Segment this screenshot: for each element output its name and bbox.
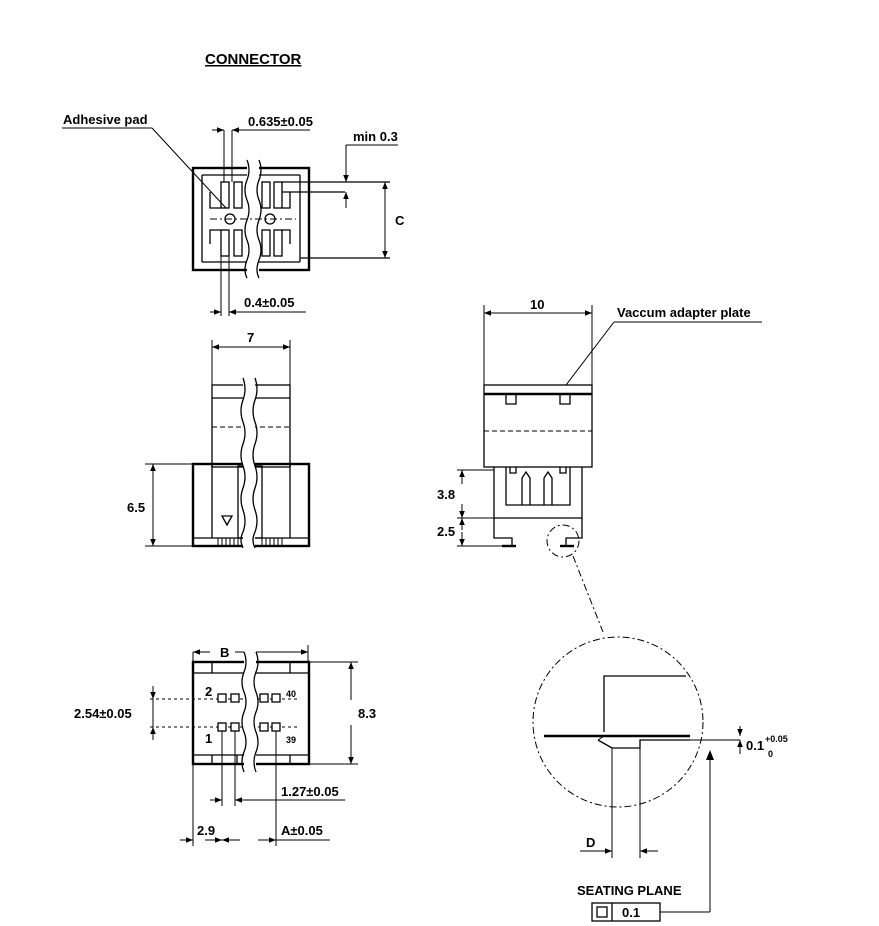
dim-min: min 0.3 bbox=[353, 129, 398, 144]
pin-label-40: 40 bbox=[286, 689, 296, 699]
flatness-sup: +0.05 bbox=[765, 734, 788, 744]
flatness-sub: 0 bbox=[768, 749, 773, 759]
detail-view bbox=[533, 637, 740, 921]
dim-three-eight: 3.8 bbox=[437, 487, 455, 502]
dim-two-five: 2.5 bbox=[437, 524, 455, 539]
dim-pad-width: 0.4±0.05 bbox=[244, 295, 295, 310]
dim-eight-three: 8.3 bbox=[358, 706, 376, 721]
bottom-view bbox=[150, 645, 358, 846]
top-view bbox=[62, 128, 398, 316]
adhesive-pad-label: Adhesive pad bbox=[63, 112, 148, 127]
dim-c: C bbox=[395, 213, 405, 228]
dim-col-pitch: 1.27±0.05 bbox=[281, 784, 339, 799]
dim-seven: 7 bbox=[247, 330, 254, 345]
dim-a: A±0.05 bbox=[281, 823, 323, 838]
dim-ten: 10 bbox=[530, 297, 544, 312]
vacuum-plate-label: Vaccum adapter plate bbox=[617, 305, 751, 320]
pin-label-1: 1 bbox=[205, 731, 212, 746]
dim-d: D bbox=[586, 835, 595, 850]
front-view bbox=[145, 340, 309, 548]
tolerance-value: 0.1 bbox=[622, 905, 640, 920]
dim-b: B bbox=[220, 645, 229, 660]
dim-two-nine: 2.9 bbox=[197, 823, 215, 838]
drawing-title: CONNECTOR bbox=[205, 51, 302, 68]
side-view bbox=[457, 305, 762, 632]
dim-pitch-top: 0.635±0.05 bbox=[248, 114, 313, 129]
dim-six-five: 6.5 bbox=[127, 500, 145, 515]
pin-label-39: 39 bbox=[286, 735, 296, 745]
flatness-value: 0.1 bbox=[746, 738, 764, 753]
seating-plane-label: SEATING PLANE bbox=[577, 883, 682, 898]
pin-label-2: 2 bbox=[205, 684, 212, 699]
dim-row-pitch: 2.54±0.05 bbox=[74, 706, 132, 721]
